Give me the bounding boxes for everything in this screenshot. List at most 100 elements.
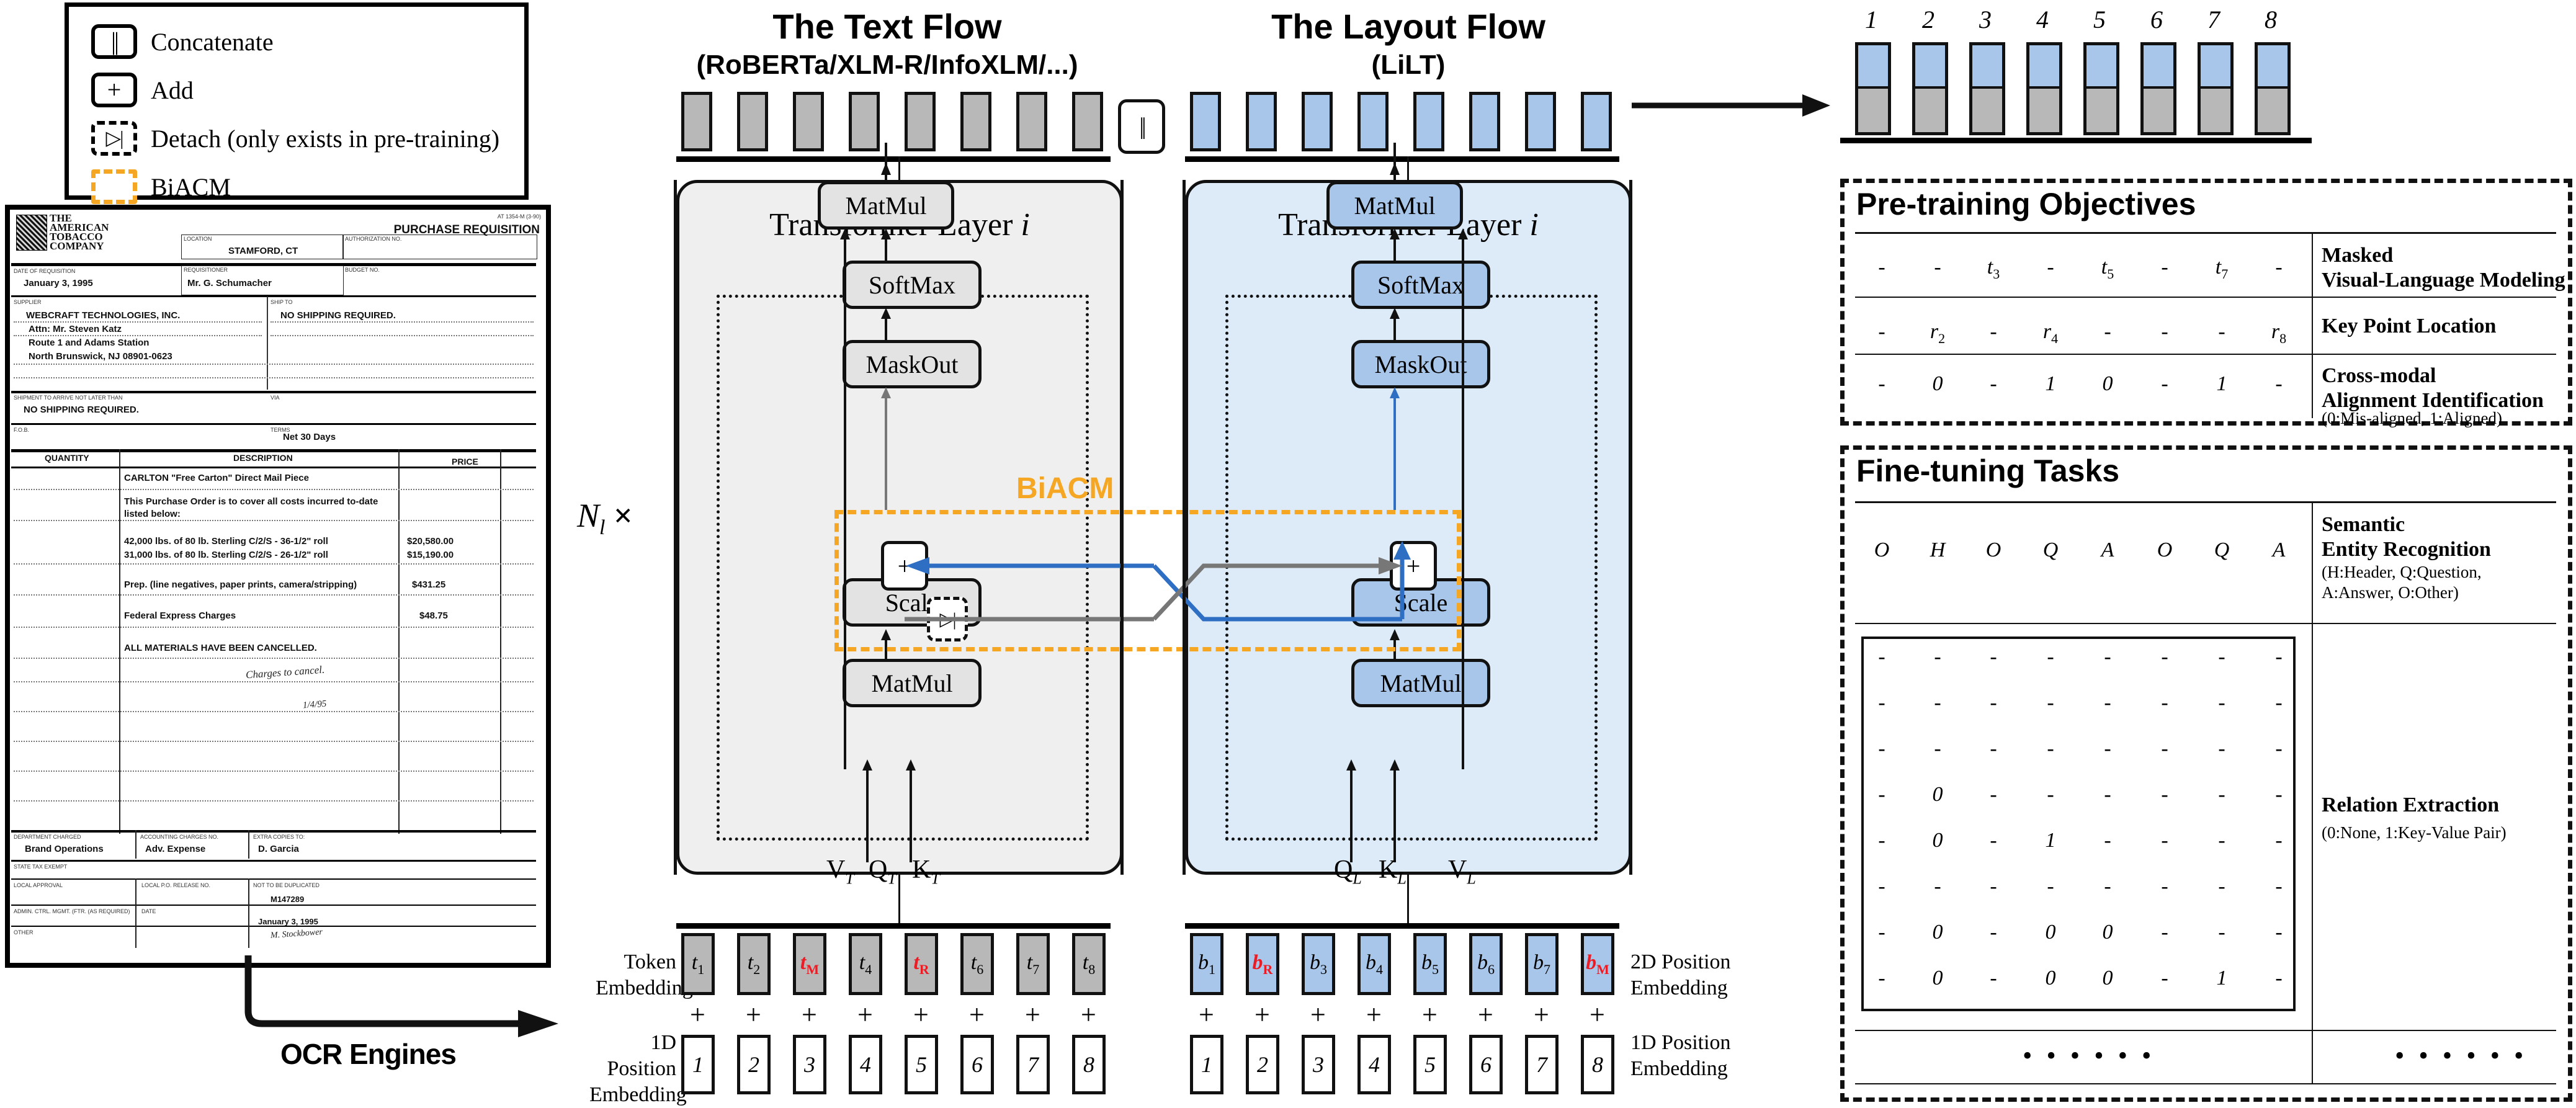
label-local-approval: LOCAL APPROVAL	[14, 882, 63, 888]
pos1d-label-right-l1: 1D Position	[1630, 1031, 1731, 1054]
pos2d-embedding-label: 2D Position Embedding	[1630, 949, 1773, 1001]
divider-shipto	[267, 297, 268, 390]
add-node-text-glyph: +	[897, 552, 912, 580]
row-desc-5: 31,000 lbs. of 80 lb. Sterling C/2/S - 2…	[124, 550, 328, 560]
output-bar-2	[1912, 42, 1948, 135]
dotted-2	[271, 321, 534, 323]
row-rule-2	[14, 520, 534, 521]
layer-repeat-times: ×	[613, 497, 633, 534]
node-scale-layout: Scale	[1351, 578, 1490, 627]
text-output-token-1	[681, 92, 712, 151]
input-ql-sub: L	[1353, 869, 1362, 888]
pretraining-rule-1	[1855, 297, 2556, 298]
re-cell-r6-c8: -	[2275, 875, 2283, 898]
company-name: THE AMERICAN TOBACCO COMPANY	[50, 213, 109, 251]
pretraining-cell-r3-c4: 1	[2045, 372, 2056, 395]
text-flow-subtitle: (RoBERTa/XLM-R/InfoXLM/...)	[696, 50, 1078, 80]
text-pos-4: 4	[849, 1035, 882, 1094]
biacm-cross-wiring	[905, 541, 1411, 622]
node-label-matmul-top-text: MatMul	[845, 191, 927, 220]
document-image: THE AMERICAN TOBACCO COMPANY AT 1354-M (…	[5, 205, 551, 968]
layer-index-layout: i	[1529, 207, 1539, 243]
task-ser-note-l2: A:Answer, O:Other)	[2322, 583, 2459, 602]
label-date-requisition: DATE OF REQUISITION	[14, 268, 76, 274]
layout-pos-4: 4	[1357, 1035, 1391, 1094]
output-bar-number-8: 8	[2265, 6, 2277, 34]
pretraining-cell-r3-c6: -	[2161, 372, 2168, 395]
input-vl-base: V	[1448, 856, 1467, 884]
rule-table-head	[11, 467, 536, 468]
value-po-release: M147289	[271, 895, 305, 904]
text-output-token-6	[960, 92, 991, 151]
finetuning-rule-1	[1855, 623, 2556, 624]
value-dept-charged: Brand Operations	[25, 844, 104, 854]
company-line-2: AMERICAN	[50, 221, 109, 233]
text-panel-edge-right	[1120, 180, 1124, 875]
detach-icon: ▷|	[91, 121, 137, 156]
rule-4	[11, 423, 536, 425]
token-text: tM	[800, 950, 820, 977]
legend-label-detach: Detach (only exists in pre-training)	[151, 124, 500, 153]
output-bar-lower-5	[2086, 89, 2116, 132]
label-supplier: SUPPLIER	[14, 299, 42, 305]
token-text: b7	[1533, 950, 1550, 977]
layout-output-token-5	[1413, 92, 1444, 151]
value-date-requisition: January 3, 1995	[24, 278, 93, 288]
finetuning-heading: Fine-tuning Tasks	[1856, 453, 2120, 488]
output-bar-lower-4	[2029, 89, 2059, 132]
supplier-line-1: Attn: Mr. Steven Katz	[29, 324, 122, 334]
value-extra-copies: D. Garcia	[258, 844, 299, 854]
re-cell-r7-c4: 0	[2045, 921, 2056, 944]
re-cell-r7-c3: -	[1990, 921, 1997, 944]
output-bar-upper-3	[1972, 45, 2002, 89]
layout-pos-3: 3	[1302, 1035, 1335, 1094]
label-state-tax: STATE TAX EXEMPT	[14, 864, 68, 870]
text-token-8: t8	[1072, 933, 1106, 995]
text-token-5: tR	[905, 933, 938, 995]
text-output-token-3	[793, 92, 824, 151]
node-label-matmul-bottom-layout: MatMul	[1380, 669, 1462, 697]
label-via: VIA	[271, 395, 280, 401]
re-cell-r7-c6: -	[2161, 921, 2168, 944]
output-bar-number-3: 3	[1979, 6, 1992, 34]
input-label-kl: KL	[1379, 855, 1407, 888]
re-cell-r8-c7: 1	[2216, 967, 2227, 990]
re-cell-r8-c4: 0	[2045, 967, 2056, 990]
re-cell-r3-c1: -	[1878, 737, 1885, 760]
output-bar-upper-2	[1915, 45, 1945, 89]
ocr-engines-label: OCR Engines	[280, 1038, 457, 1070]
text-pos-7: 7	[1016, 1035, 1050, 1094]
layout-plus-8: +	[1590, 999, 1605, 1030]
output-bar-upper-6	[2144, 45, 2173, 89]
pretraining-cell-r1-c7: t7	[2215, 256, 2229, 282]
re-cell-r8-c2: 0	[1932, 967, 1943, 990]
layout-pos-7: 7	[1525, 1035, 1559, 1094]
re-cell-r3-c2: -	[1934, 737, 1941, 760]
node-label-maskout-text: MaskOut	[865, 350, 959, 378]
re-cell-r6-c1: -	[1878, 875, 1885, 898]
token-text: b6	[1477, 950, 1495, 977]
re-cell-r4-c1: -	[1878, 783, 1885, 806]
ellipsis-left: • • • • • •	[2023, 1040, 2155, 1071]
input-label-kt: KT	[912, 855, 940, 888]
task-kpl-l1: Key Point Location	[2322, 315, 2497, 337]
re-cell-r2-c3: -	[1990, 691, 1997, 714]
task-re-note: (0:None, 1:Key-Value Pair)	[2322, 823, 2507, 842]
re-cell-r8-c6: -	[2161, 967, 2168, 990]
input-kt-sub: T	[931, 869, 940, 888]
text-panel-edge-left	[674, 180, 677, 875]
re-cell-r2-c6: -	[2161, 691, 2168, 714]
node-maskout-text: MaskOut	[843, 340, 982, 388]
pretraining-cell-r1-c4: -	[2047, 256, 2054, 279]
layout-plus-2: +	[1254, 999, 1270, 1030]
node-label-matmul-bottom-text: MatMul	[871, 669, 953, 697]
pretraining-objectives-panel	[1840, 179, 2572, 426]
th-description: DESCRIPTION	[233, 453, 293, 463]
re-cell-r2-c7: -	[2218, 691, 2225, 714]
rule-footer-2	[11, 860, 536, 862]
token-text: bM	[1586, 950, 1609, 977]
row-price-7: $48.75	[419, 610, 448, 621]
layout-pos-6: 6	[1469, 1035, 1503, 1094]
output-bar-upper-4	[2029, 45, 2059, 89]
layout-panel-top-connector	[1407, 156, 1409, 181]
